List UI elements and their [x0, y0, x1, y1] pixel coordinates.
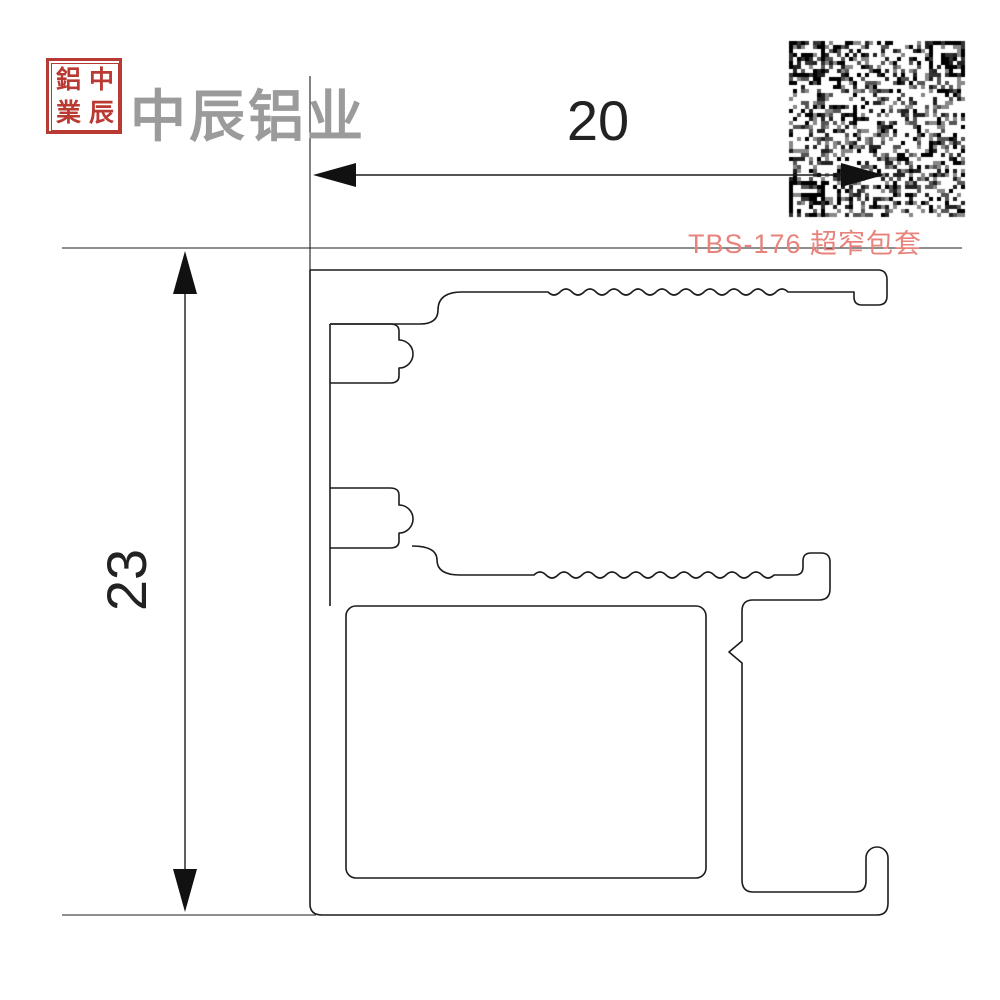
company-name: 中辰铝业	[130, 87, 366, 149]
seal-char-2: 中	[88, 67, 114, 94]
height-arrowhead-top-icon	[173, 251, 197, 294]
profile-lower-bracket	[330, 487, 414, 549]
profile-upper-bracket	[330, 323, 414, 384]
height-dimension-label: 23	[95, 549, 158, 611]
width-arrowhead-right-icon	[841, 163, 884, 187]
width-arrowhead-left-icon	[313, 163, 356, 187]
brand-seal-grid: 鋁 中 業 辰	[51, 63, 119, 131]
height-arrowhead-bottom-icon	[173, 869, 197, 912]
brand-seal: 鋁 中 業 辰	[46, 58, 122, 134]
product-model-label: TBS-176 超窄包套	[688, 229, 923, 259]
qr-code	[788, 40, 966, 218]
seal-char-3: 業	[55, 100, 81, 127]
profile-inner-chamber	[345, 605, 707, 879]
seal-char-1: 鋁	[55, 67, 81, 94]
width-dimension-label: 20	[567, 89, 629, 152]
profile-outline	[309, 269, 889, 916]
seal-char-4: 辰	[88, 100, 114, 127]
